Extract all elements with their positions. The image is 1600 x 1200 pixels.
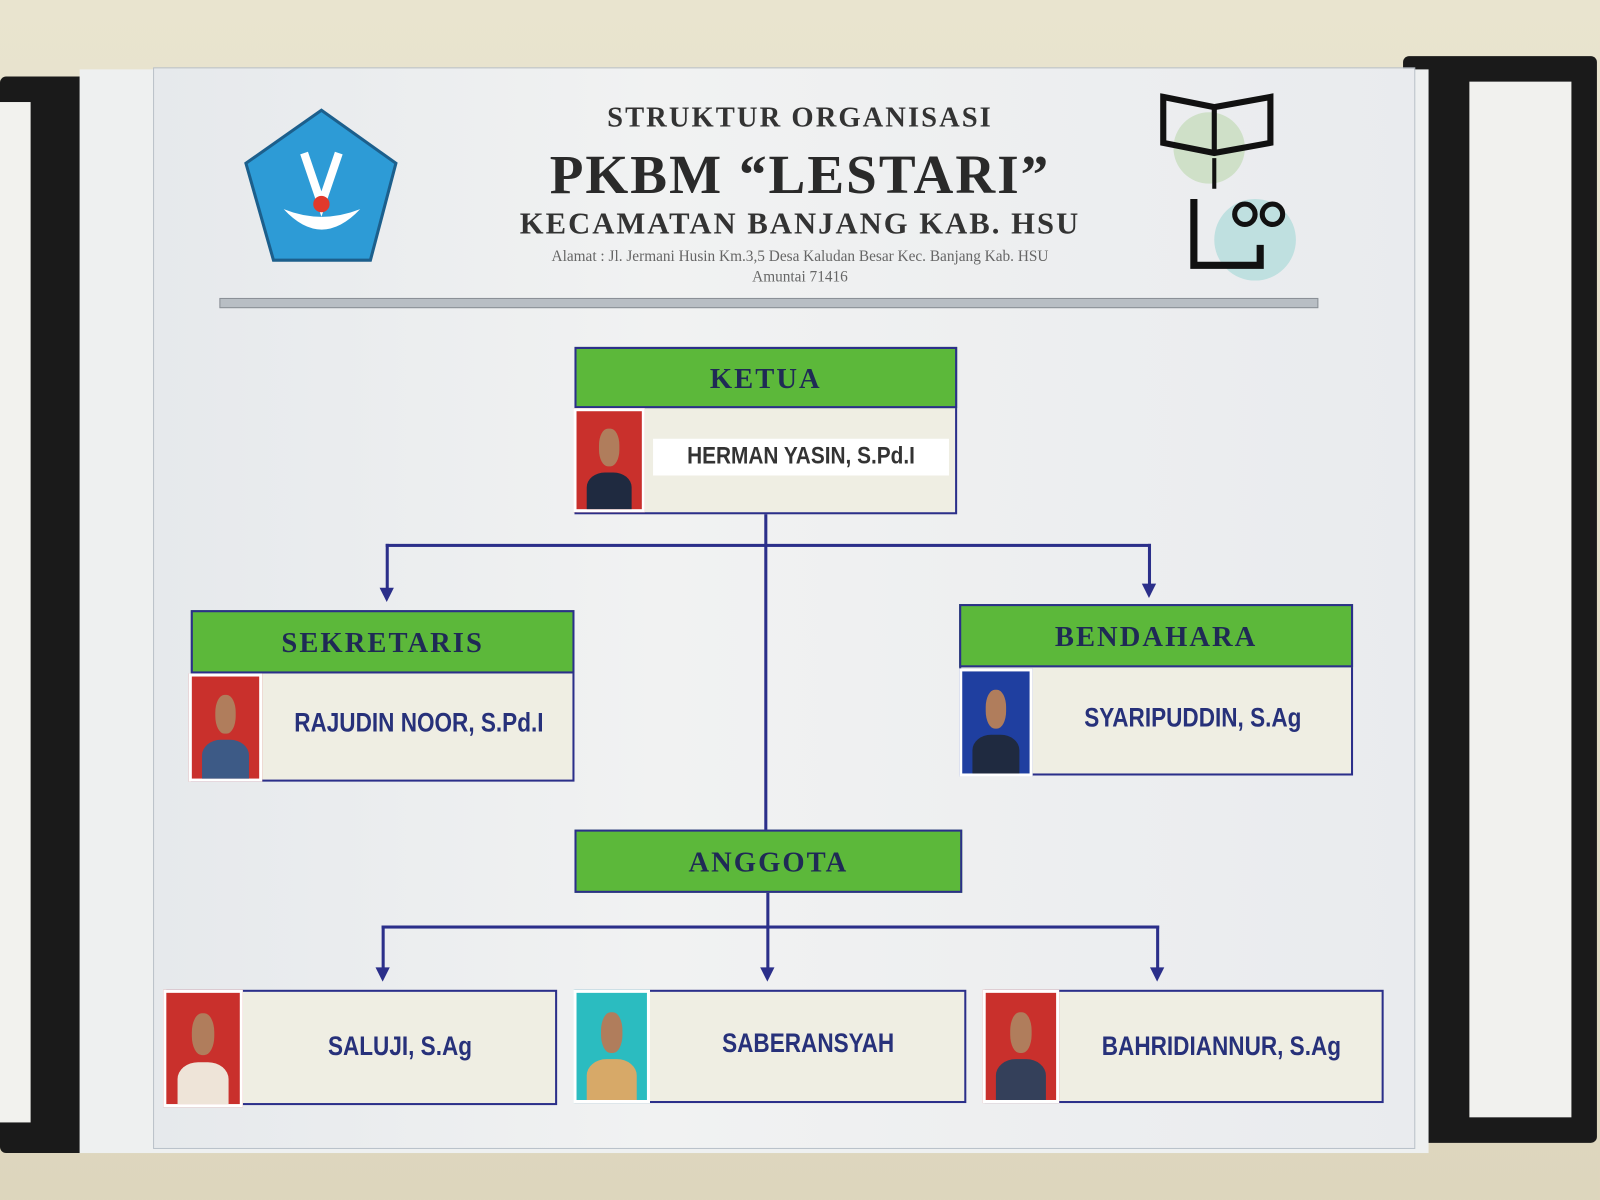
left-panel bbox=[0, 102, 31, 1123]
address-line-1: Alamat : Jl. Jermani Husin Km.3,5 Desa K… bbox=[551, 248, 1049, 266]
connector-line bbox=[381, 925, 385, 970]
sekretaris-photo bbox=[188, 673, 263, 782]
connector-line bbox=[381, 925, 1160, 929]
arrow-down-icon bbox=[1149, 967, 1165, 982]
sekretaris-name: RAJUDIN NOOR, S.Pd.I bbox=[294, 707, 544, 738]
arrow-down-icon bbox=[760, 967, 775, 982]
address-line-2: Amuntai 71416 bbox=[752, 269, 848, 286]
member-name: SALUJI, S.Ag bbox=[327, 1030, 473, 1062]
bendahara-title: BENDAHARA bbox=[959, 604, 1354, 668]
arrow-down-icon bbox=[1141, 583, 1157, 598]
ketua-name-label bbox=[653, 438, 949, 476]
bendahara-name: SYARIPUDDIN, S.Ag bbox=[1084, 702, 1302, 733]
connector-line bbox=[1156, 925, 1160, 970]
member-photo bbox=[573, 989, 650, 1104]
title-line-1: STRUKTUR ORGANISASI bbox=[607, 102, 993, 134]
ketua-name: HERMAN YASIN, S.Pd.I bbox=[687, 441, 915, 470]
organization-title: PKBM “LESTARI” bbox=[549, 143, 1051, 206]
connector-line bbox=[1147, 543, 1152, 587]
member-photo bbox=[163, 989, 243, 1108]
sekretaris-title: SEKRETARIS bbox=[190, 610, 575, 674]
title-line-3: KECAMATAN BANJANG KAB. HSU bbox=[519, 207, 1081, 241]
arrow-down-icon bbox=[379, 587, 394, 603]
member-name: SABERANSYAH bbox=[722, 1027, 895, 1059]
header-divider bbox=[219, 297, 1319, 309]
ketua-title: KETUA bbox=[574, 346, 958, 409]
anggota-title: ANGGOTA bbox=[574, 829, 963, 893]
ketua-photo bbox=[573, 408, 645, 513]
connector-line bbox=[385, 543, 389, 590]
arrow-down-icon bbox=[375, 967, 390, 982]
connector-line bbox=[766, 892, 770, 970]
member-photo bbox=[982, 989, 1060, 1104]
connector-line bbox=[764, 513, 768, 830]
bendahara-photo bbox=[959, 668, 1033, 777]
book-reading-icon bbox=[1160, 93, 1296, 281]
tut-wuri-handayani-logo bbox=[244, 108, 398, 262]
right-panel bbox=[1469, 81, 1572, 1118]
member-name: BAHRIDIANNUR, S.Ag bbox=[1101, 1030, 1342, 1062]
connector-line bbox=[385, 543, 1152, 547]
